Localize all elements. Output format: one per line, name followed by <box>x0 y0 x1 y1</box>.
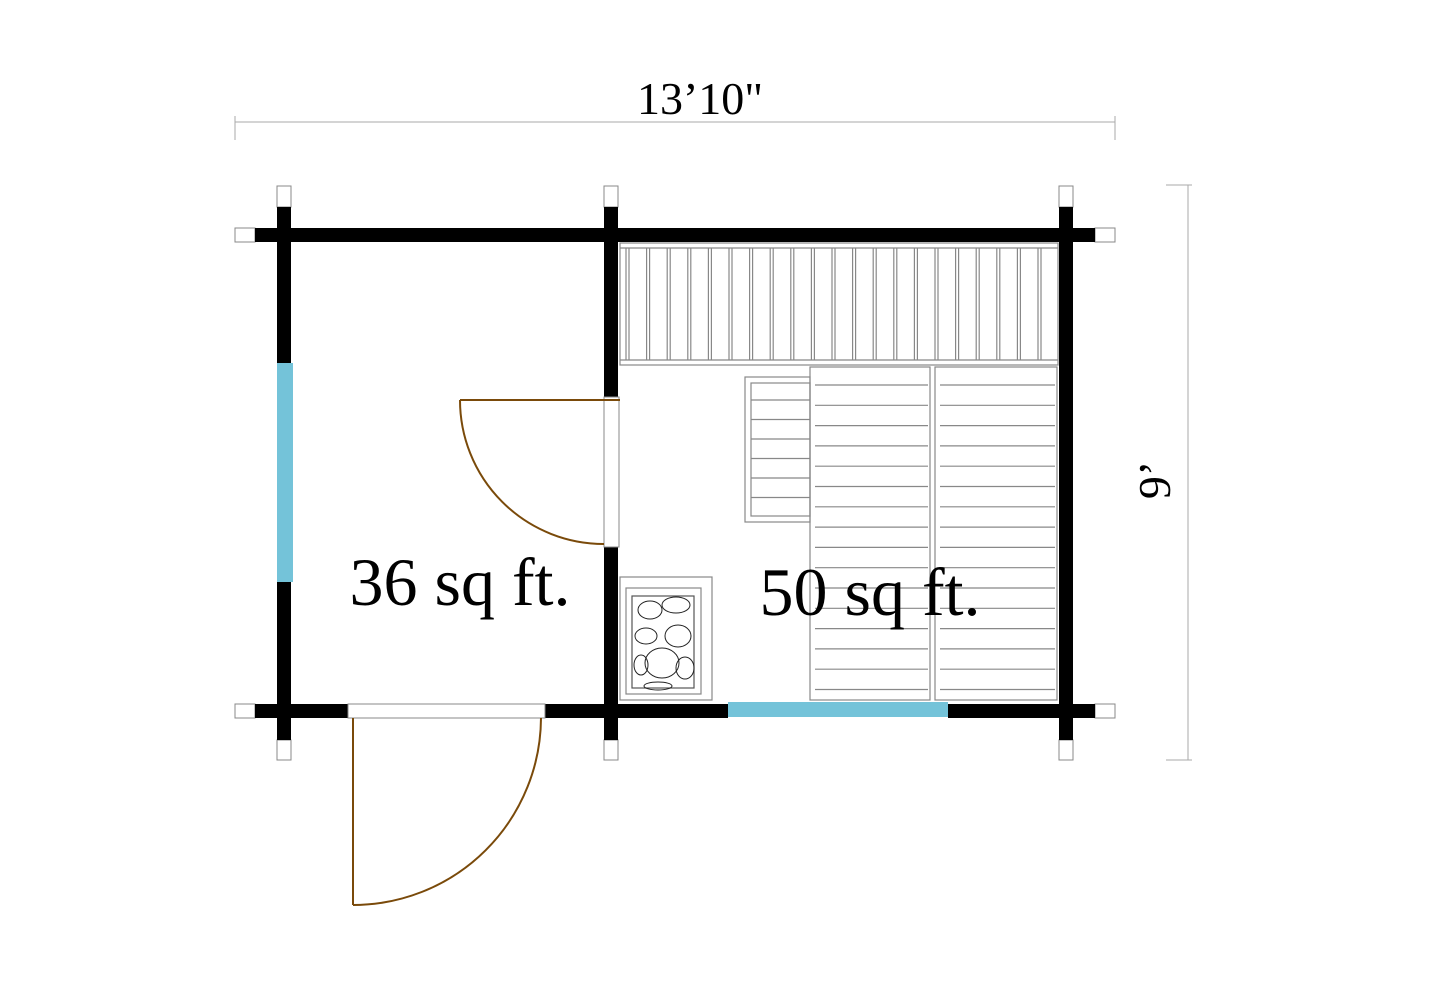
exterior-door-frame <box>347 703 546 719</box>
room-area-label-sauna: 50 sq ft. <box>760 554 981 630</box>
bench-step <box>744 376 811 523</box>
bottom-window <box>728 702 948 717</box>
sauna-stove <box>619 576 713 701</box>
width-dimension-label: 13’10" <box>637 73 763 124</box>
lower-bench <box>809 366 1058 701</box>
left-window <box>277 363 293 582</box>
width-dimension-line <box>234 116 1116 140</box>
interior-door[interactable] <box>459 399 620 545</box>
depth-dimension-label: 9’ <box>1129 461 1180 499</box>
upper-bench <box>619 242 1059 366</box>
exterior-door[interactable] <box>352 717 542 906</box>
stones-icon <box>633 596 695 691</box>
depth-dimension-line <box>1166 184 1192 761</box>
room-area-label-changing: 36 sq ft. <box>350 544 571 620</box>
interior-door-frame <box>603 396 620 548</box>
log-ends <box>234 185 1116 761</box>
walls <box>255 207 1095 740</box>
